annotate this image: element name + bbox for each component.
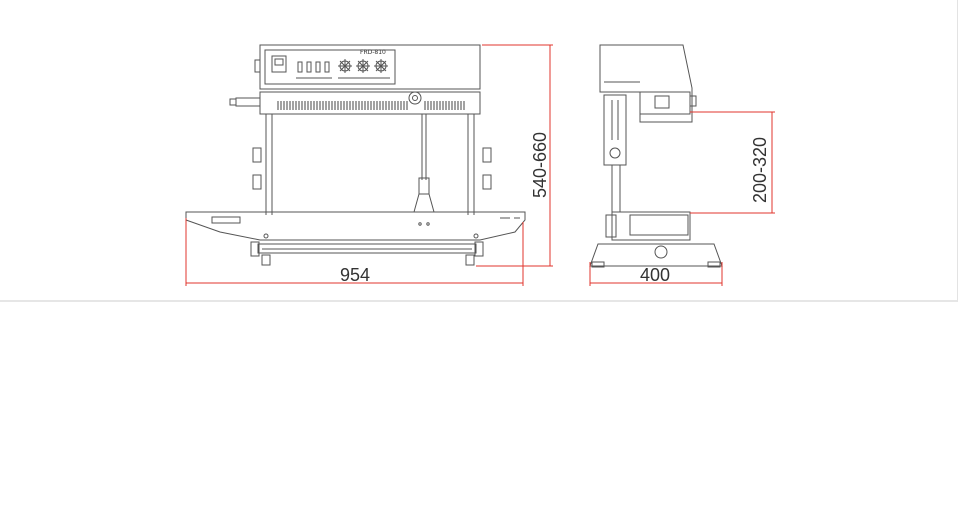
side-dimension-lines (589, 111, 775, 286)
conveyor-belt (257, 243, 477, 254)
side-view (589, 44, 723, 268)
foot-right (465, 254, 475, 266)
sealing-assembly (639, 91, 691, 115)
clamp-icon (252, 147, 262, 163)
control-panel (264, 49, 396, 85)
switch-icon (315, 61, 321, 73)
front-dimension-lines (185, 44, 553, 286)
conveyor-height-dimension-label: 200-320 (750, 137, 770, 203)
foot-left (591, 261, 605, 268)
handle-end (229, 98, 237, 106)
clamp-icon (482, 147, 492, 163)
foot-right (707, 261, 721, 268)
rod-handle (418, 177, 430, 195)
clamp-icon (252, 174, 262, 190)
screw-icon (473, 233, 479, 239)
technical-drawing: FRD-810 954 540-660 (185, 44, 775, 286)
base-hole (654, 245, 668, 259)
height-dimension-label: 540-660 (530, 132, 550, 198)
conveyor-table (185, 211, 526, 241)
switch-icon (324, 61, 330, 73)
roller-right (474, 241, 484, 257)
side-plug (254, 59, 261, 73)
front-view (185, 44, 526, 266)
side-column (603, 94, 627, 166)
display-screen (274, 58, 284, 66)
conveyor-motor (611, 211, 691, 241)
side-knob-icon (609, 147, 621, 159)
side-base (589, 243, 723, 267)
roller-left (250, 241, 260, 257)
vent-slots (277, 101, 465, 110)
handle-left (235, 97, 261, 107)
rod-base (413, 193, 435, 213)
display-icon (271, 55, 287, 73)
knob-icon (356, 59, 370, 73)
model-label: FRD-810 (360, 49, 386, 56)
switch-icon (297, 61, 303, 73)
clamp-icon (482, 174, 492, 190)
knob-icon (338, 59, 352, 73)
foot-left (261, 254, 271, 266)
screw-icon (263, 233, 269, 239)
knob-icon (654, 95, 670, 109)
side-guide (211, 216, 241, 224)
depth-dimension-label: 400 (640, 265, 670, 285)
side-knob (689, 95, 697, 107)
technical-drawing-panel: FRD-810 954 540-660 (0, 0, 958, 302)
blank-area (0, 302, 960, 527)
side-housing (599, 44, 693, 123)
switch-icon (306, 61, 312, 73)
knob-icon (374, 59, 388, 73)
adjust-knob (408, 91, 422, 105)
width-dimension-label: 954 (340, 265, 370, 285)
